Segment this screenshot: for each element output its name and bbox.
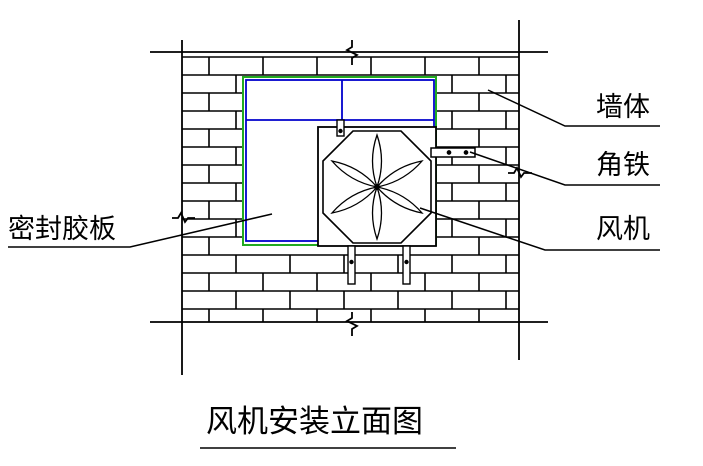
angle-iron (430, 147, 476, 158)
fan-blade (371, 185, 383, 241)
label-sealing-board: 密封胶板 (8, 214, 116, 245)
fan-blade (330, 160, 379, 188)
wall-outline (150, 20, 548, 375)
brick-wall (182, 56, 519, 322)
fan-blade (371, 133, 383, 189)
fan-hub (374, 184, 380, 190)
fan-bottom-brackets (347, 245, 411, 285)
fan-blade (375, 186, 424, 214)
diagram-title: 风机安装立面图 (206, 404, 423, 440)
fan-blades (330, 133, 424, 241)
label-angle-iron: 角铁 (596, 150, 650, 181)
fan-blade (375, 160, 424, 188)
leader-lines (8, 89, 660, 251)
label-fan: 风机 (596, 214, 650, 245)
fan-blade (330, 186, 379, 214)
fan-unit (317, 126, 437, 247)
fan-top-bracket (336, 119, 345, 137)
label-wall: 墙体 (596, 92, 650, 123)
